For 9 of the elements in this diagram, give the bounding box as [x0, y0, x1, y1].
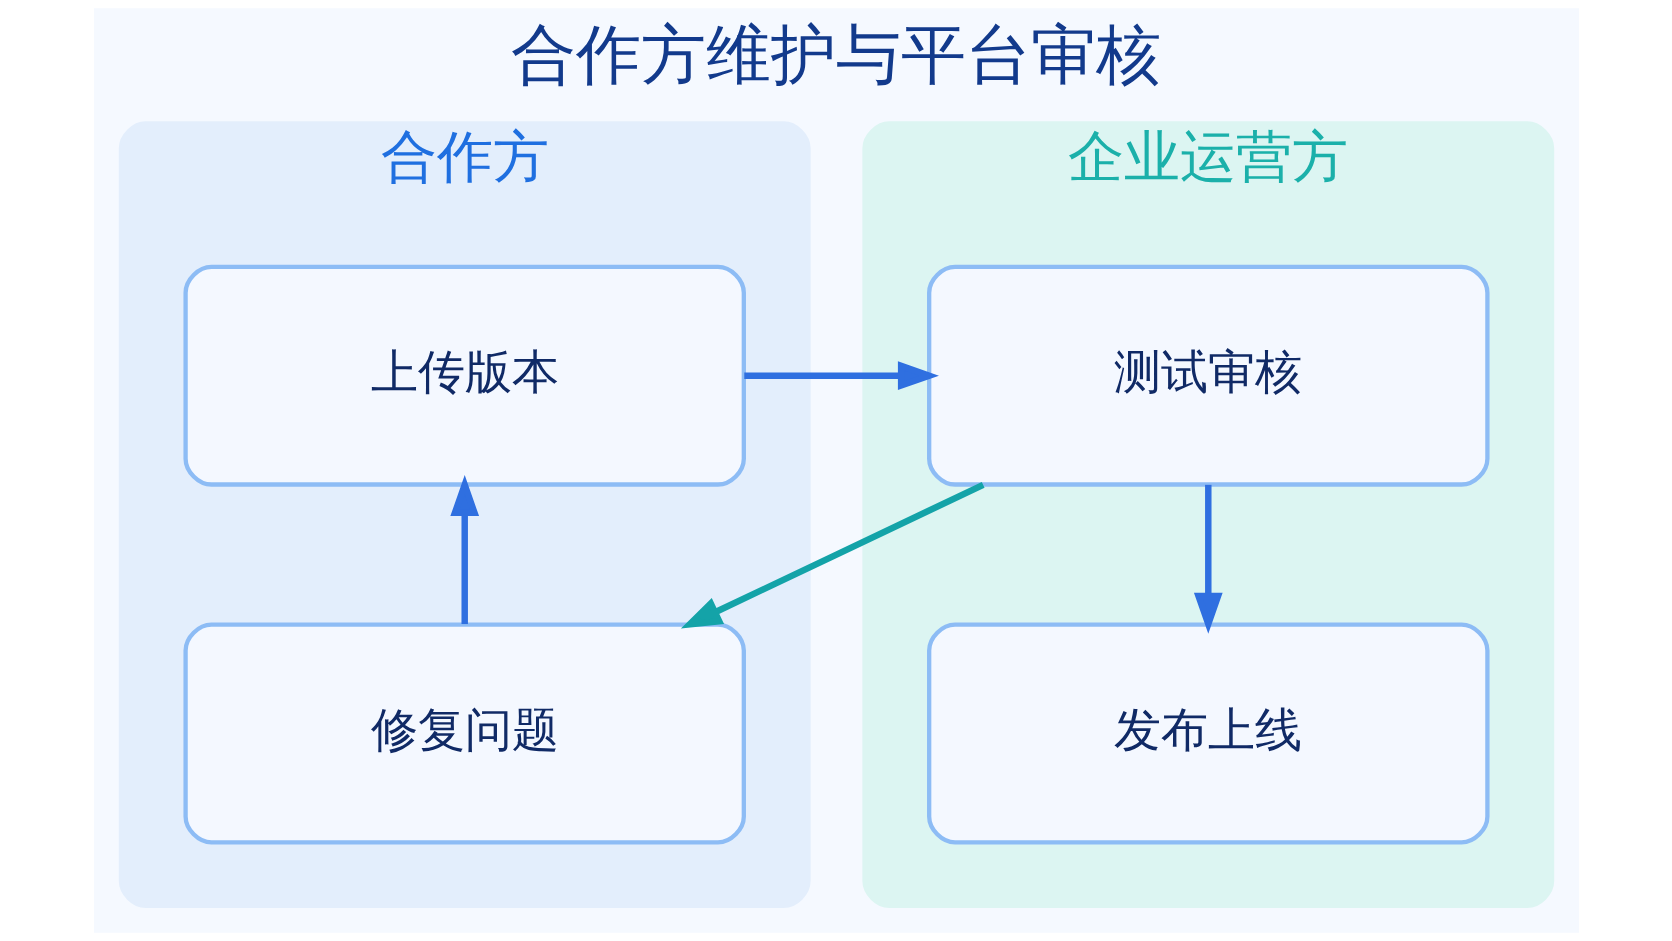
node-box: 修复问题	[182, 622, 746, 845]
arrow	[1193, 484, 1223, 634]
diagram-title: 合作方维护与平台审核	[511, 17, 1161, 93]
node-box: 上传版本	[182, 264, 746, 487]
arrow	[743, 361, 939, 391]
node-box: 测试审核	[926, 264, 1490, 487]
node-box: 发布上线	[926, 622, 1490, 845]
arrow	[680, 481, 985, 629]
arrow	[449, 475, 479, 625]
